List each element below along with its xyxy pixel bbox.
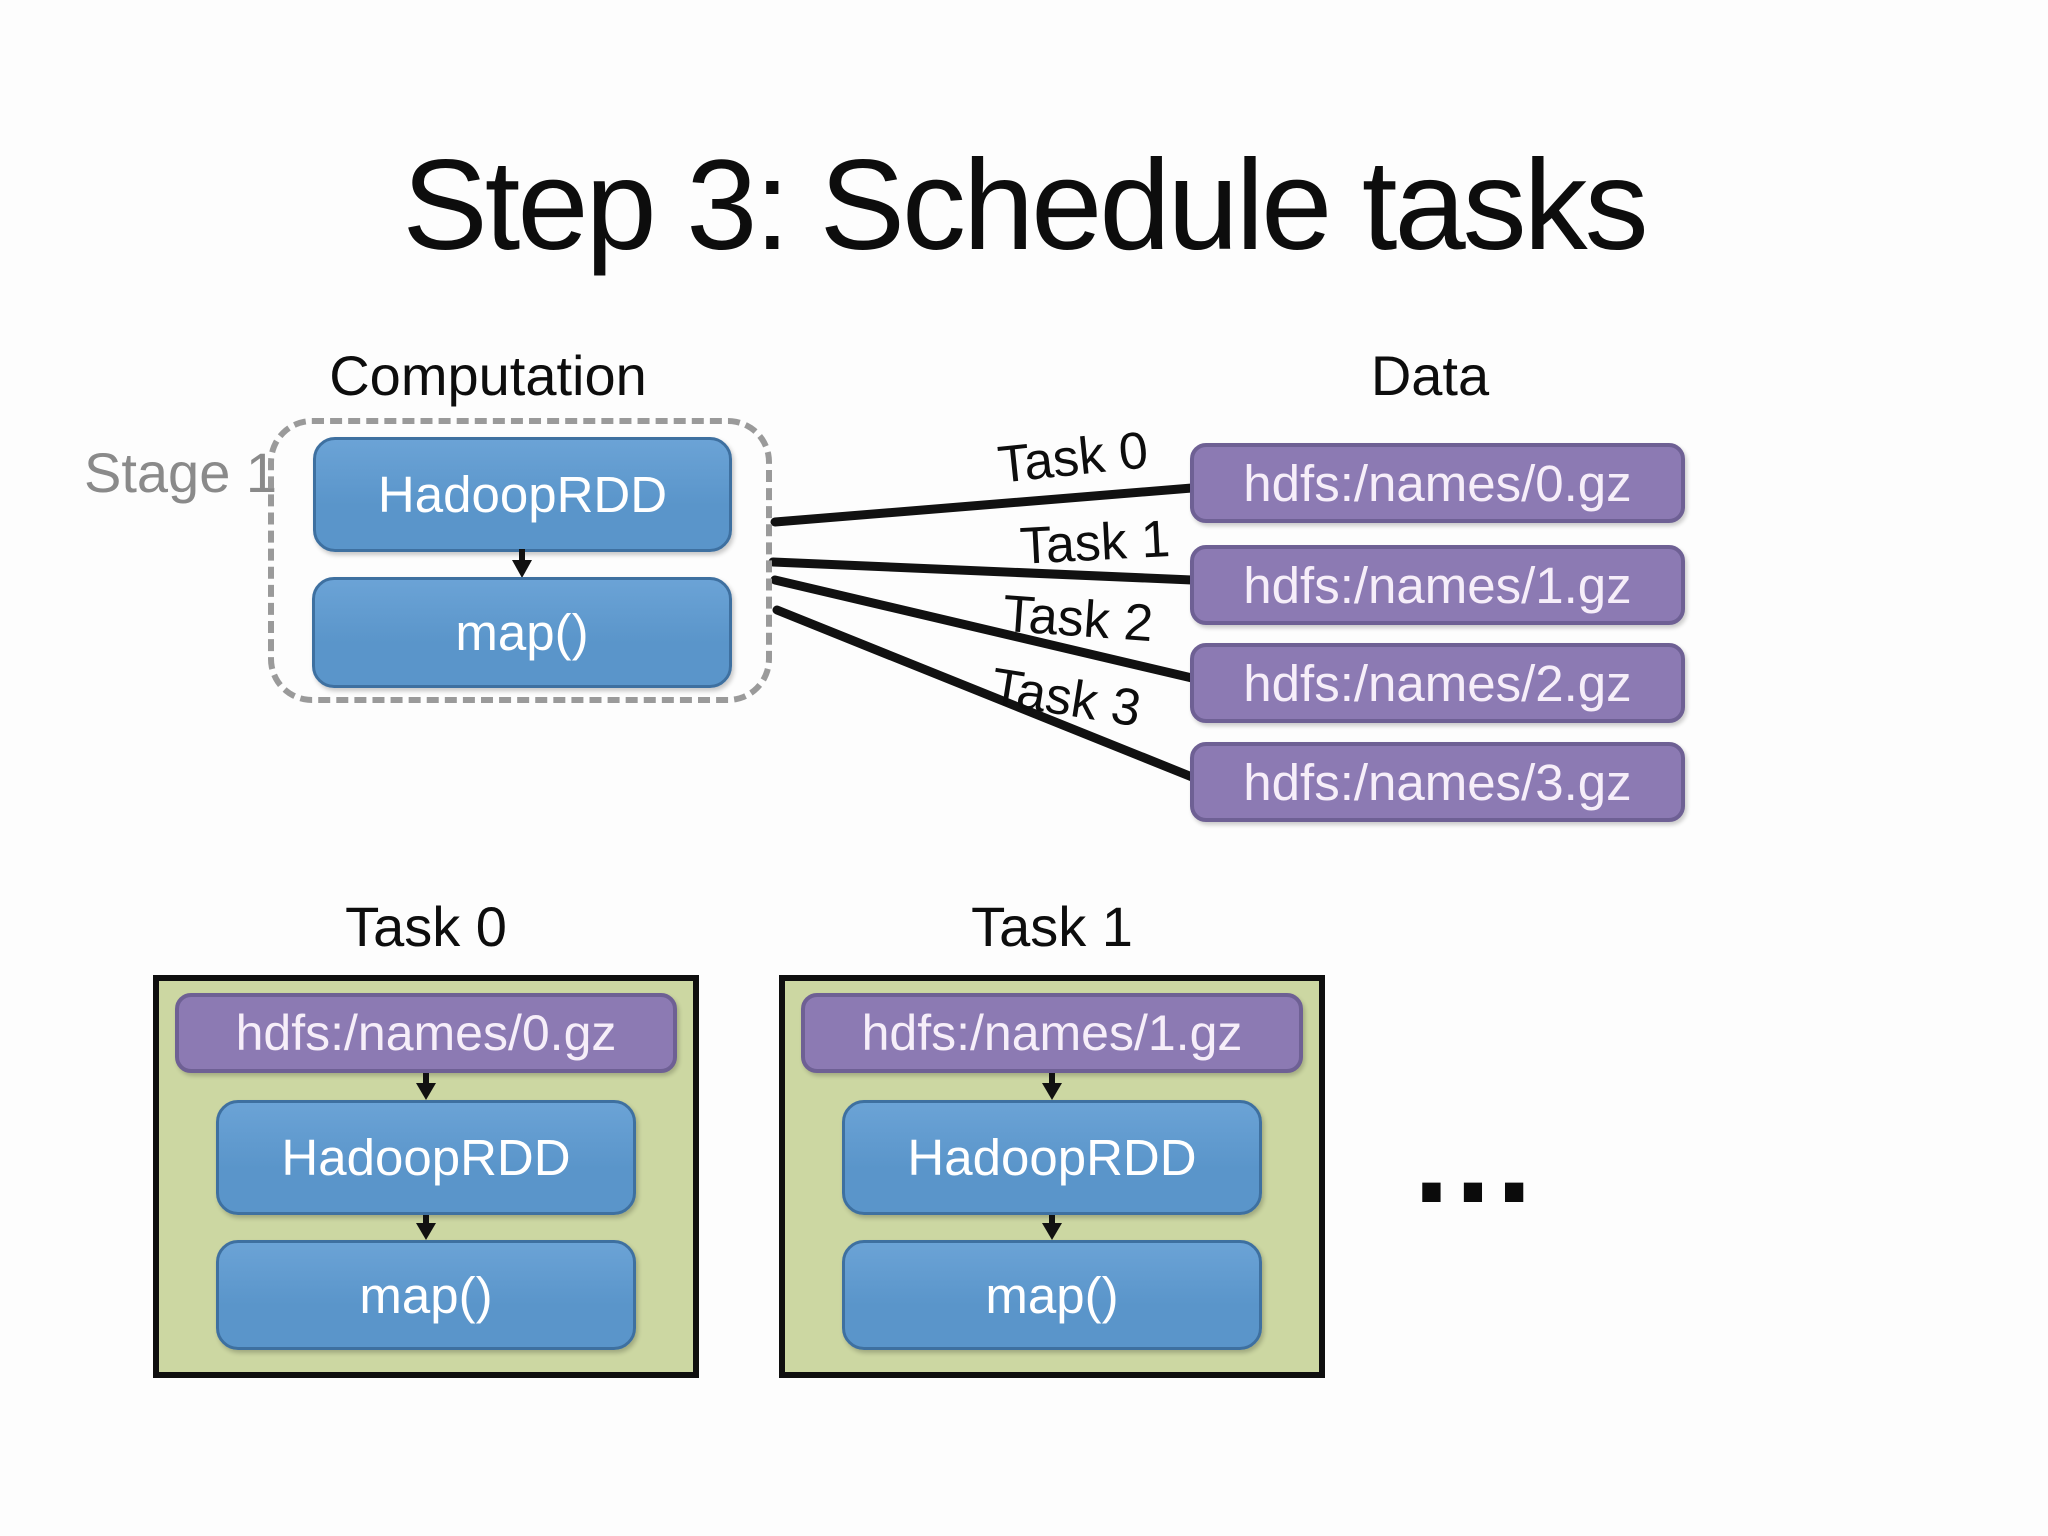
more-tasks-ellipsis: … xyxy=(1408,1084,1542,1230)
task-card-0-file-box: hdfs:/names/0.gz xyxy=(175,993,677,1073)
slide-title: Step 3: Schedule tasks xyxy=(402,134,1648,277)
task-card-0: hdfs:/names/0.gz HadoopRDD map() xyxy=(153,975,699,1378)
task-link-label-3: Task 3 xyxy=(987,657,1145,739)
stage-dashed-box xyxy=(268,418,772,703)
task-card-1-arrow-2-icon xyxy=(1042,1215,1062,1240)
task-link-label-0: Task 0 xyxy=(995,421,1151,495)
data-header: Data xyxy=(1370,344,1490,407)
task-card-0-hadooprdd-box: HadoopRDD xyxy=(216,1100,636,1215)
task-card-title-0: Task 0 xyxy=(345,895,507,958)
stage-map-box: map() xyxy=(312,577,732,688)
task-card-1-arrow-1-icon xyxy=(1042,1073,1062,1100)
stage-down-arrow-icon xyxy=(512,549,532,578)
task-card-1-hadooprdd-box: HadoopRDD xyxy=(842,1100,1262,1215)
computation-header: Computation xyxy=(329,344,647,407)
task-card-1-file-box: hdfs:/names/1.gz xyxy=(801,993,1303,1073)
data-file-box-3: hdfs:/names/3.gz xyxy=(1190,742,1685,822)
task-card-0-arrow-1-icon xyxy=(416,1073,436,1100)
task-card-0-map-box: map() xyxy=(216,1240,636,1350)
stage-label: Stage 1 xyxy=(84,441,278,504)
data-file-box-0: hdfs:/names/0.gz xyxy=(1190,443,1685,523)
task-card-1: hdfs:/names/1.gz HadoopRDD map() xyxy=(779,975,1325,1378)
task-link-label-2: Task 2 xyxy=(1001,584,1155,654)
task-card-title-1: Task 1 xyxy=(971,895,1133,958)
data-file-box-2: hdfs:/names/2.gz xyxy=(1190,643,1685,723)
task-card-0-arrow-2-icon xyxy=(416,1215,436,1240)
task-card-1-map-box: map() xyxy=(842,1240,1262,1350)
data-file-box-1: hdfs:/names/1.gz xyxy=(1190,545,1685,625)
task-link-label-1: Task 1 xyxy=(1018,510,1172,576)
stage-hadooprdd-box: HadoopRDD xyxy=(313,437,732,552)
